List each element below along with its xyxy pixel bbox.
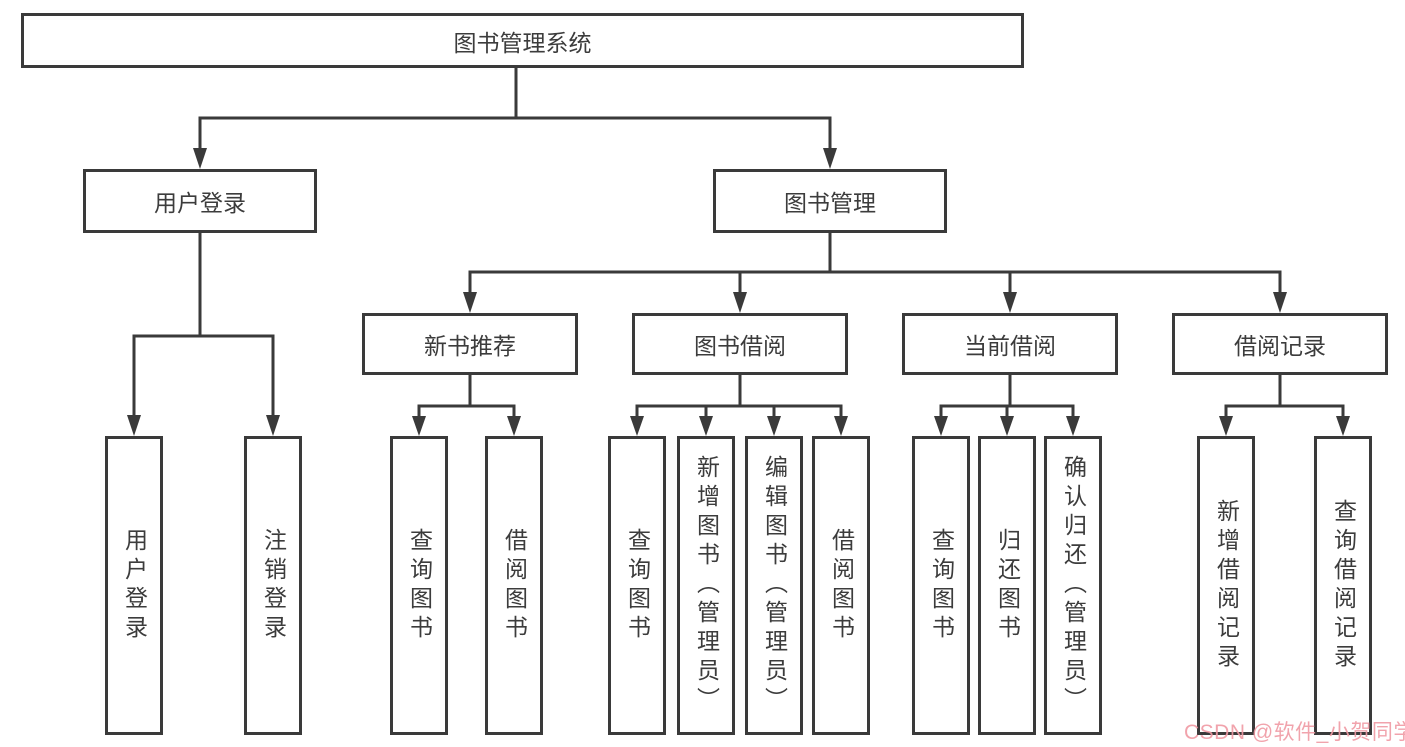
node-book-borrowing-label: 图书借阅 — [694, 333, 786, 359]
arrowhead-icon — [1273, 292, 1287, 313]
arrowhead-icon — [823, 148, 837, 169]
leaf-add-borrow-record: 新增借阅记录 — [1197, 436, 1255, 735]
node-user-login: 用户登录 — [83, 169, 317, 233]
leaf-return-books-label: 归还图书 — [994, 527, 1021, 644]
connector-userlogin-to-leaves — [127, 233, 280, 436]
leaf-add-books-admin-label: 新增图书（管理员） — [693, 455, 720, 716]
arrowhead-icon — [507, 416, 521, 436]
node-borrowing-records: 借阅记录 — [1172, 313, 1388, 375]
connector-records-to-leaves — [1219, 374, 1350, 436]
leaf-confirm-return-admin: 确认归还（管理员） — [1044, 436, 1102, 735]
leaf-borrow-books-2-label: 借阅图书 — [828, 527, 855, 644]
arrowhead-icon — [127, 415, 141, 436]
node-book-management: 图书管理 — [713, 169, 947, 233]
arrowhead-icon — [412, 416, 426, 436]
arrowhead-icon — [1219, 416, 1233, 436]
leaf-query-books-1-label: 查询图书 — [406, 527, 433, 644]
leaf-query-books-1: 查询图书 — [390, 436, 448, 735]
node-book-management-label: 图书管理 — [784, 190, 876, 216]
node-root: 图书管理系统 — [21, 13, 1024, 68]
leaf-query-books-2-label: 查询图书 — [624, 527, 651, 644]
node-borrowing-records-label: 借阅记录 — [1234, 333, 1326, 359]
leaf-query-books-3: 查询图书 — [912, 436, 970, 735]
arrowhead-icon — [1066, 416, 1080, 436]
connector-newbooks-to-leaves — [412, 374, 521, 436]
arrowhead-icon — [767, 416, 781, 436]
node-new-book-recommend-label: 新书推荐 — [424, 333, 516, 359]
leaf-add-books-admin: 新增图书（管理员） — [677, 436, 735, 735]
arrowhead-icon — [463, 292, 477, 313]
leaf-edit-books-admin-label: 编辑图书（管理员） — [761, 455, 788, 716]
leaf-add-borrow-record-label: 新增借阅记录 — [1213, 498, 1240, 673]
leaf-confirm-return-admin-label: 确认归还（管理员） — [1060, 455, 1087, 716]
connector-current-to-leaves — [934, 374, 1080, 436]
arrowhead-icon — [1336, 416, 1350, 436]
leaf-query-borrow-record-label: 查询借阅记录 — [1330, 498, 1357, 673]
leaf-user-login-label: 用户登录 — [121, 527, 148, 644]
leaf-query-books-2: 查询图书 — [608, 436, 666, 735]
leaf-borrow-books-1: 借阅图书 — [485, 436, 543, 735]
leaf-user-login: 用户登录 — [105, 436, 163, 735]
arrowhead-icon — [193, 148, 207, 169]
leaf-edit-books-admin: 编辑图书（管理员） — [745, 436, 803, 735]
connector-borrowing-to-leaves — [630, 374, 848, 436]
node-user-login-label: 用户登录 — [154, 190, 246, 216]
arrowhead-icon — [934, 416, 948, 436]
leaf-borrow-books-2: 借阅图书 — [812, 436, 870, 735]
node-current-borrowing-label: 当前借阅 — [964, 333, 1056, 359]
leaf-logout: 注销登录 — [244, 436, 302, 735]
node-root-label: 图书管理系统 — [453, 29, 592, 56]
arrowhead-icon — [266, 415, 280, 436]
arrowhead-icon — [699, 416, 713, 436]
arrowhead-icon — [630, 416, 644, 436]
leaf-return-books: 归还图书 — [978, 436, 1036, 735]
leaf-borrow-books-1-label: 借阅图书 — [501, 527, 528, 644]
csdn-watermark: CSDN @软件_小贺同学 — [1184, 721, 1405, 744]
leaf-query-books-3-label: 查询图书 — [928, 527, 955, 644]
node-new-book-recommend: 新书推荐 — [362, 313, 578, 375]
arrowhead-icon — [1000, 416, 1014, 436]
connector-bookmgmt-to-level3 — [463, 233, 1287, 313]
leaf-query-borrow-record: 查询借阅记录 — [1314, 436, 1372, 735]
arrowhead-icon — [1003, 292, 1017, 313]
leaf-logout-label: 注销登录 — [260, 527, 287, 644]
arrowhead-icon — [834, 416, 848, 436]
arrowhead-icon — [733, 292, 747, 313]
node-book-borrowing: 图书借阅 — [632, 313, 848, 375]
node-current-borrowing: 当前借阅 — [902, 313, 1118, 375]
connector-root-to-level2 — [193, 68, 837, 169]
